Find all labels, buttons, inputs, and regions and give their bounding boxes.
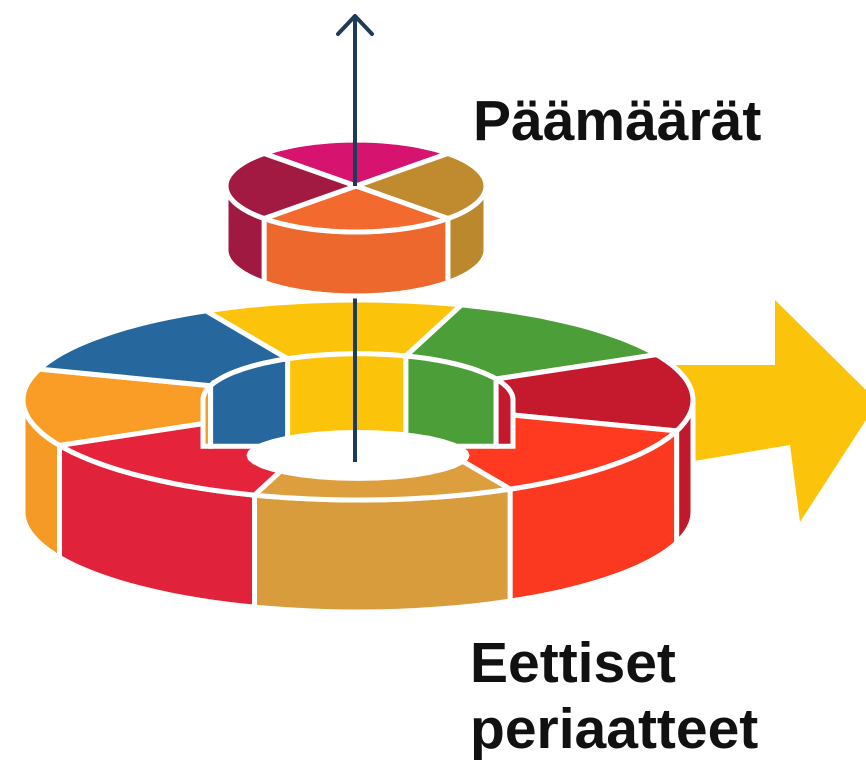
right-arrow-icon	[620, 300, 866, 522]
lower-ring-inner-wall-2	[493, 374, 516, 449]
upper-pie-segment-1	[353, 151, 489, 221]
up-arrow-icon	[336, 14, 374, 186]
goals-label: Päämäärät	[473, 89, 762, 153]
lower-ring	[20, 297, 696, 615]
principles-label: Eettiset periaatteet	[470, 630, 758, 762]
big-arrow-shape	[620, 300, 866, 522]
lower-ring-opening	[246, 430, 470, 481]
upper-pie-segment-2	[261, 183, 451, 235]
principles-label-line-2: periaatteet	[470, 697, 759, 761]
lower-ring-side-4	[252, 486, 513, 615]
upper-pie-segment-3	[223, 151, 359, 221]
principles-label-line-1: Eettiset	[470, 631, 676, 695]
axis-arrowhead	[336, 14, 374, 36]
upper-pie	[223, 137, 489, 299]
